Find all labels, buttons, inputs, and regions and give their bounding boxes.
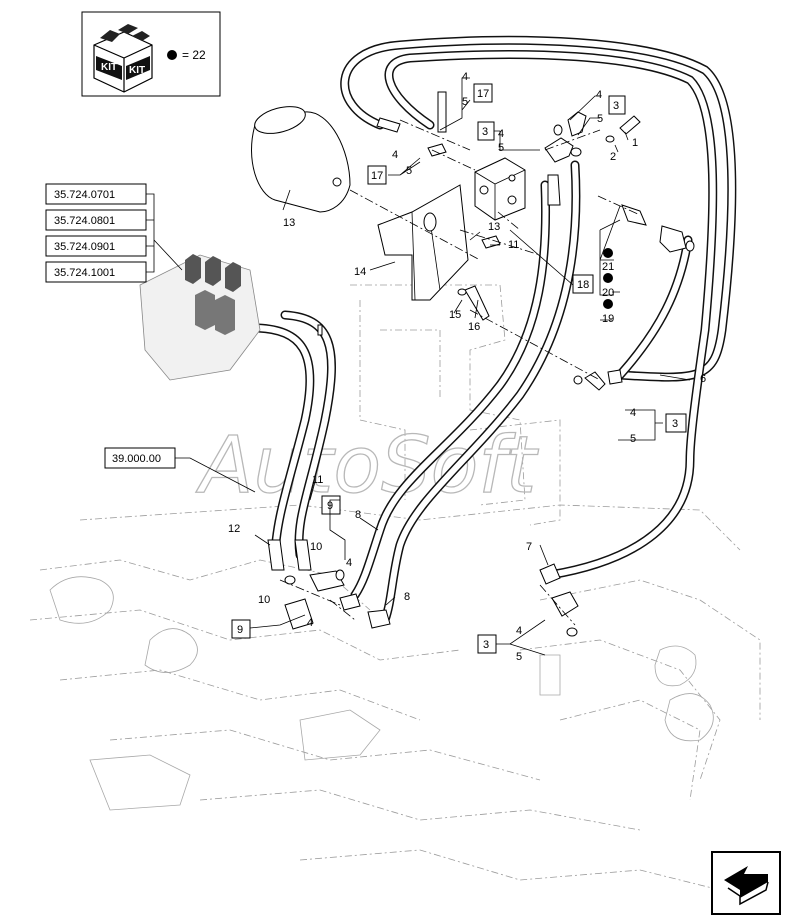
hose-pair-11-12	[253, 310, 336, 565]
mounting-bracket	[377, 184, 469, 301]
box-3-top-a: 3	[482, 126, 488, 138]
callout-5-c: 5	[597, 113, 603, 125]
ref-label-39000: 39.000.00	[112, 453, 161, 465]
valve-block	[474, 157, 526, 221]
callout-12: 12	[228, 523, 240, 535]
callout-20: 20	[602, 287, 614, 299]
callout-11-a: 11	[508, 239, 519, 251]
callout-4-f: 4	[516, 625, 522, 637]
kit-dot-19	[603, 299, 613, 309]
kit-label-right: KIT	[129, 65, 145, 76]
hose-6	[615, 235, 693, 380]
callout-5-f: 5	[516, 651, 522, 663]
box-17-left: 17	[371, 170, 383, 182]
callout-7: 7	[526, 541, 532, 553]
callout-14: 14	[354, 266, 366, 278]
callout-5-d: 5	[406, 165, 412, 177]
assembly-dash-lines	[279, 119, 641, 626]
ref-label-1001: 35.724.1001	[54, 267, 115, 279]
leader-lines	[249, 77, 691, 656]
kit-dot-20	[603, 273, 613, 283]
kit-dot-21	[603, 248, 613, 258]
callout-15: 15	[449, 309, 461, 321]
callout-4-e: 4	[630, 407, 636, 419]
callout-5-a: 5	[462, 96, 468, 108]
callout-19: 19	[602, 313, 614, 325]
callout-13-a: 13	[283, 217, 295, 229]
box-3-top-b: 3	[613, 100, 619, 112]
callout-8-a: 8	[355, 509, 361, 521]
callout-4-g: 4	[346, 557, 352, 569]
kit-label-left: KIT	[101, 62, 117, 73]
callout-1: 1	[632, 137, 638, 149]
box-9-low: 9	[237, 624, 243, 636]
hose-long-loop	[340, 35, 737, 580]
callout-4-c: 4	[596, 89, 602, 101]
box-3-bottom: 3	[483, 639, 489, 651]
callout-6: 6	[700, 373, 706, 385]
control-valve	[139, 254, 261, 381]
callout-5-e: 5	[630, 433, 636, 445]
kit-legend: KIT KIT = 22	[81, 11, 221, 97]
ref-label-0701: 35.724.0701	[54, 189, 115, 201]
callout-4-a: 4	[462, 71, 468, 83]
boxed-callouts: 17 3 3 17 18 3 9 9 3	[231, 83, 687, 654]
callout-16: 16	[468, 321, 480, 333]
oil-filter	[251, 106, 351, 213]
box-18: 18	[577, 279, 589, 291]
kit-count-text: = 22	[182, 48, 206, 62]
ref-label-0801: 35.724.0801	[54, 215, 115, 227]
callout-10-b: 10	[258, 594, 270, 606]
box-17-top: 17	[477, 88, 489, 100]
callout-8-b: 8	[404, 591, 410, 603]
reference-boxes: 35.724.0701 35.724.0801 35.724.0901 35.7…	[45, 183, 256, 493]
callout-5-b: 5	[498, 142, 504, 154]
callout-4-b: 4	[498, 128, 504, 140]
callout-4-d: 4	[392, 149, 398, 161]
box-3-right: 3	[672, 418, 678, 430]
callout-2: 2	[610, 151, 616, 163]
callout-11-b: 11	[312, 474, 323, 486]
kit-dot-icon	[167, 50, 177, 60]
number-callouts: 1 2 4 5 4 5 4 5 4 5 4 5 4 5 4 4 6 7 8 8 …	[228, 71, 706, 663]
callout-10-a: 10	[310, 541, 322, 553]
ref-label-0901: 35.724.0901	[54, 241, 115, 253]
callout-4-h: 4	[307, 617, 313, 629]
callout-21: 21	[602, 261, 614, 273]
callout-13-b: 13	[488, 221, 500, 233]
hose-pair-8	[350, 160, 581, 625]
kit-box-icon	[93, 24, 153, 93]
next-page-arrow-icon[interactable]	[711, 851, 781, 915]
